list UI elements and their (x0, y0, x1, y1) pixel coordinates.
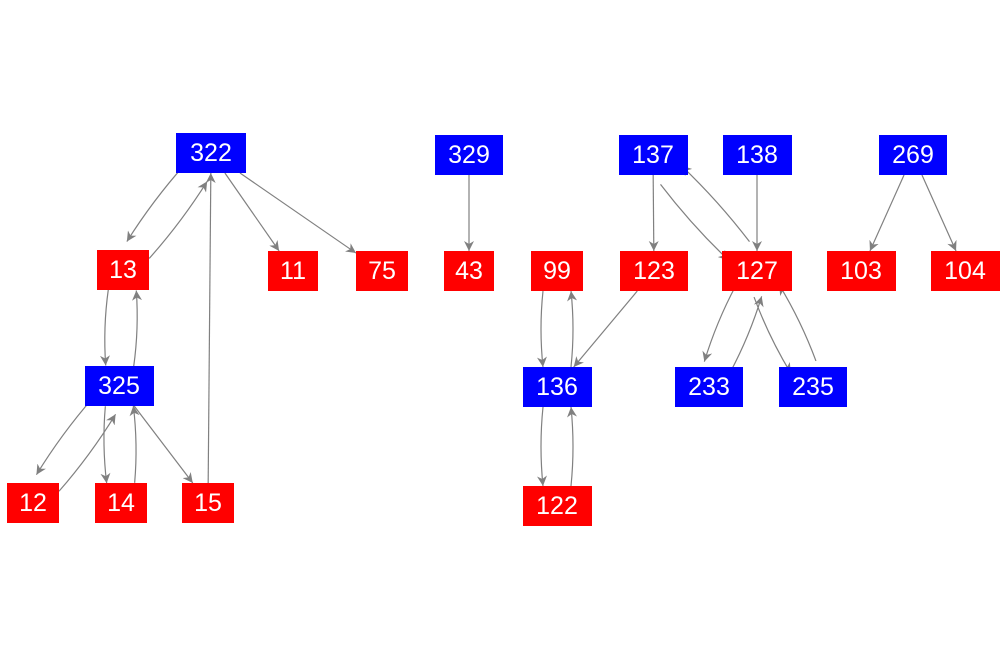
edge-235-to-127 (778, 284, 817, 362)
node-12: 12 (7, 483, 59, 523)
edge-123-to-136 (573, 290, 638, 368)
edge-136-to-122 (537, 406, 547, 487)
edge-322-to-11 (224, 172, 280, 252)
edge-269-to-104 (921, 174, 957, 252)
node-103: 103 (826, 251, 896, 291)
edge-136-to-99 (567, 290, 578, 368)
node-233: 233 (675, 367, 743, 407)
edge-325-to-13 (132, 290, 142, 367)
node-322: 322 (176, 133, 246, 173)
edge-137-to-123 (648, 174, 659, 252)
node-104: 104 (930, 251, 1000, 291)
node-325: 325 (84, 366, 154, 406)
edge-325-to-14 (100, 406, 111, 484)
node-138: 138 (722, 135, 792, 175)
edge-233-to-127 (729, 296, 764, 373)
edge-14-to-325 (129, 405, 140, 483)
node-136: 136 (522, 367, 592, 407)
edge-325-to-15 (133, 405, 194, 484)
node-122: 122 (522, 486, 592, 526)
node-14: 14 (95, 483, 147, 523)
edge-127-to-233 (702, 285, 737, 362)
node-329: 329 (435, 135, 503, 175)
edge-137-to-127 (660, 183, 730, 261)
node-269: 269 (879, 135, 947, 175)
node-75: 75 (356, 251, 408, 291)
edge-122-to-136 (567, 406, 577, 487)
edge-15-to-322 (205, 172, 216, 484)
node-15: 15 (182, 483, 234, 523)
node-123: 123 (620, 251, 688, 291)
edge-325-to-12 (35, 397, 94, 476)
edge-13-to-325 (100, 289, 110, 366)
edge-127-to-235 (753, 296, 792, 374)
node-43: 43 (444, 251, 494, 291)
node-11: 11 (268, 251, 318, 291)
edge-127-to-137 (680, 165, 750, 243)
edge-12-to-325 (58, 413, 117, 492)
node-137: 137 (618, 135, 688, 175)
edge-322-to-13 (126, 164, 186, 242)
edge-99-to-136 (536, 290, 547, 368)
edge-269-to-103 (869, 174, 905, 252)
node-235: 235 (779, 367, 847, 407)
edge-13-to-322 (148, 181, 208, 259)
edge-322-to-75 (239, 172, 357, 254)
node-127: 127 (722, 251, 792, 291)
node-99: 99 (531, 251, 583, 291)
node-13: 13 (97, 250, 149, 290)
